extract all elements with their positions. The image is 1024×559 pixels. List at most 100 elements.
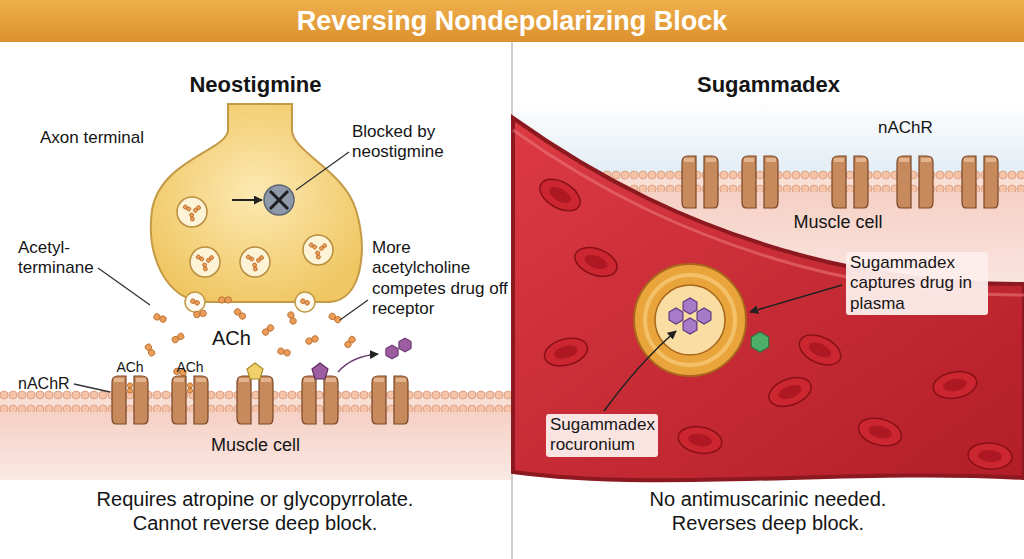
lipid-bead — [441, 405, 449, 413]
receptor-symbol — [964, 158, 974, 162]
free-drug-molecule — [751, 332, 768, 352]
acetylcholine-molecule — [153, 313, 167, 323]
lipid-bead — [351, 405, 359, 413]
callout-label: ACh — [173, 359, 207, 376]
synaptic-vesicle — [315, 251, 320, 256]
red-blood-cell — [534, 173, 1013, 471]
lipid-bead — [486, 391, 494, 399]
receptor-symbol — [962, 156, 998, 208]
lipid-bead — [450, 405, 458, 413]
lipid-bead — [612, 171, 620, 179]
receptor-symbol — [854, 156, 868, 208]
region-label: Muscle cell — [783, 212, 893, 234]
receptor-symbol — [127, 383, 132, 388]
lipid-bead — [792, 171, 800, 179]
synaptic-vesicle — [312, 244, 317, 249]
receptor-symbol — [324, 376, 338, 424]
receptor-symbol — [304, 378, 314, 382]
acetylcholine-molecule — [300, 298, 310, 305]
leader-arrow — [750, 285, 842, 312]
acetylcholine-molecule — [311, 335, 319, 343]
lipid-bead — [63, 391, 71, 399]
acetylcholine-molecule — [147, 348, 156, 357]
drug-molecule — [247, 338, 411, 379]
receptor-symbol — [986, 158, 996, 162]
red-blood-cell — [547, 184, 574, 206]
lipid-bead — [36, 405, 44, 413]
receptor-symbol — [984, 156, 998, 208]
acetylcholine-molecule — [261, 323, 275, 336]
lipid-bead — [1017, 185, 1024, 193]
lipid-bead — [459, 405, 467, 413]
diagram-title: Reversing Nondepolarizing Block — [0, 4, 1024, 38]
lipid-bead — [756, 185, 764, 193]
red-blood-cell — [795, 329, 846, 371]
lipid-bead — [504, 391, 512, 399]
receptor-symbol — [326, 378, 336, 382]
lipid-bead — [45, 391, 53, 399]
acetylcholine-molecule — [225, 297, 231, 303]
synaptic-vesicle — [303, 235, 333, 265]
receptor-symbol — [127, 383, 132, 393]
red-blood-cell — [687, 432, 713, 448]
synaptic-vesicle — [249, 256, 254, 261]
lipid-bead — [9, 391, 17, 399]
red-blood-cell — [942, 377, 968, 393]
lipid-bead — [936, 171, 944, 179]
rocuronium-molecule — [669, 308, 683, 324]
red-blood-cell — [855, 414, 904, 451]
lipid-bead — [819, 171, 827, 179]
title-banner — [0, 0, 1024, 42]
blocked-esterase-icon — [232, 199, 262, 201]
lipid-bead — [1017, 171, 1024, 179]
lipid-bead — [639, 171, 647, 179]
callout-label: Sugammadex rocuronium — [546, 414, 658, 457]
lipid-bead — [945, 171, 953, 179]
receptor-symbol — [114, 378, 124, 382]
lipid-bead — [423, 391, 431, 399]
acetylcholine-molecule — [283, 349, 291, 357]
receptor-symbol — [372, 376, 386, 424]
lipid-bead — [216, 405, 224, 413]
lipid-bead — [288, 391, 296, 399]
left-membrane — [0, 391, 512, 413]
lipid-bead — [459, 391, 467, 399]
lipid-bead — [360, 391, 368, 399]
receptor-symbol — [196, 378, 206, 382]
lipid-bead — [495, 391, 503, 399]
receptor-symbol — [187, 383, 192, 388]
receptor-symbol — [742, 156, 778, 208]
red-blood-cell — [541, 334, 590, 371]
lipid-bead — [153, 391, 161, 399]
lipid-bead — [486, 405, 494, 413]
lipid-bead — [954, 185, 962, 193]
lipid-bead — [1008, 171, 1016, 179]
acetylcholine-molecule — [238, 312, 247, 321]
receptor-symbol — [112, 376, 408, 424]
receptor-symbol — [832, 156, 868, 208]
receptor-symbol — [112, 376, 126, 424]
red-blood-cell — [541, 334, 590, 371]
receptor-symbol — [302, 376, 316, 424]
lipid-bead — [54, 391, 62, 399]
acetylcholine-molecule — [289, 317, 297, 325]
receptor-symbol — [764, 156, 778, 208]
lipid-bead — [720, 171, 728, 179]
muscle-cell-band: Muscle cell — [0, 412, 511, 480]
callout-label: Acetyl- terminane — [18, 238, 100, 279]
lipid-bead — [846, 185, 854, 193]
lipid-bead — [468, 391, 476, 399]
receptor-symbol — [302, 376, 338, 424]
lipid-bead — [216, 391, 224, 399]
receptor-symbol — [832, 156, 846, 208]
receptor-symbol — [856, 158, 866, 162]
synaptic-vesicle — [246, 254, 255, 261]
lipid-bead — [504, 405, 512, 413]
red-blood-cell — [931, 368, 979, 401]
acetylcholine-molecule — [233, 307, 247, 320]
receptor-symbol — [374, 378, 384, 382]
lipid-bead — [630, 171, 638, 179]
acetylcholine-molecule — [348, 335, 357, 344]
muscle-cell-fill — [0, 412, 511, 480]
red-blood-cell — [765, 372, 815, 411]
